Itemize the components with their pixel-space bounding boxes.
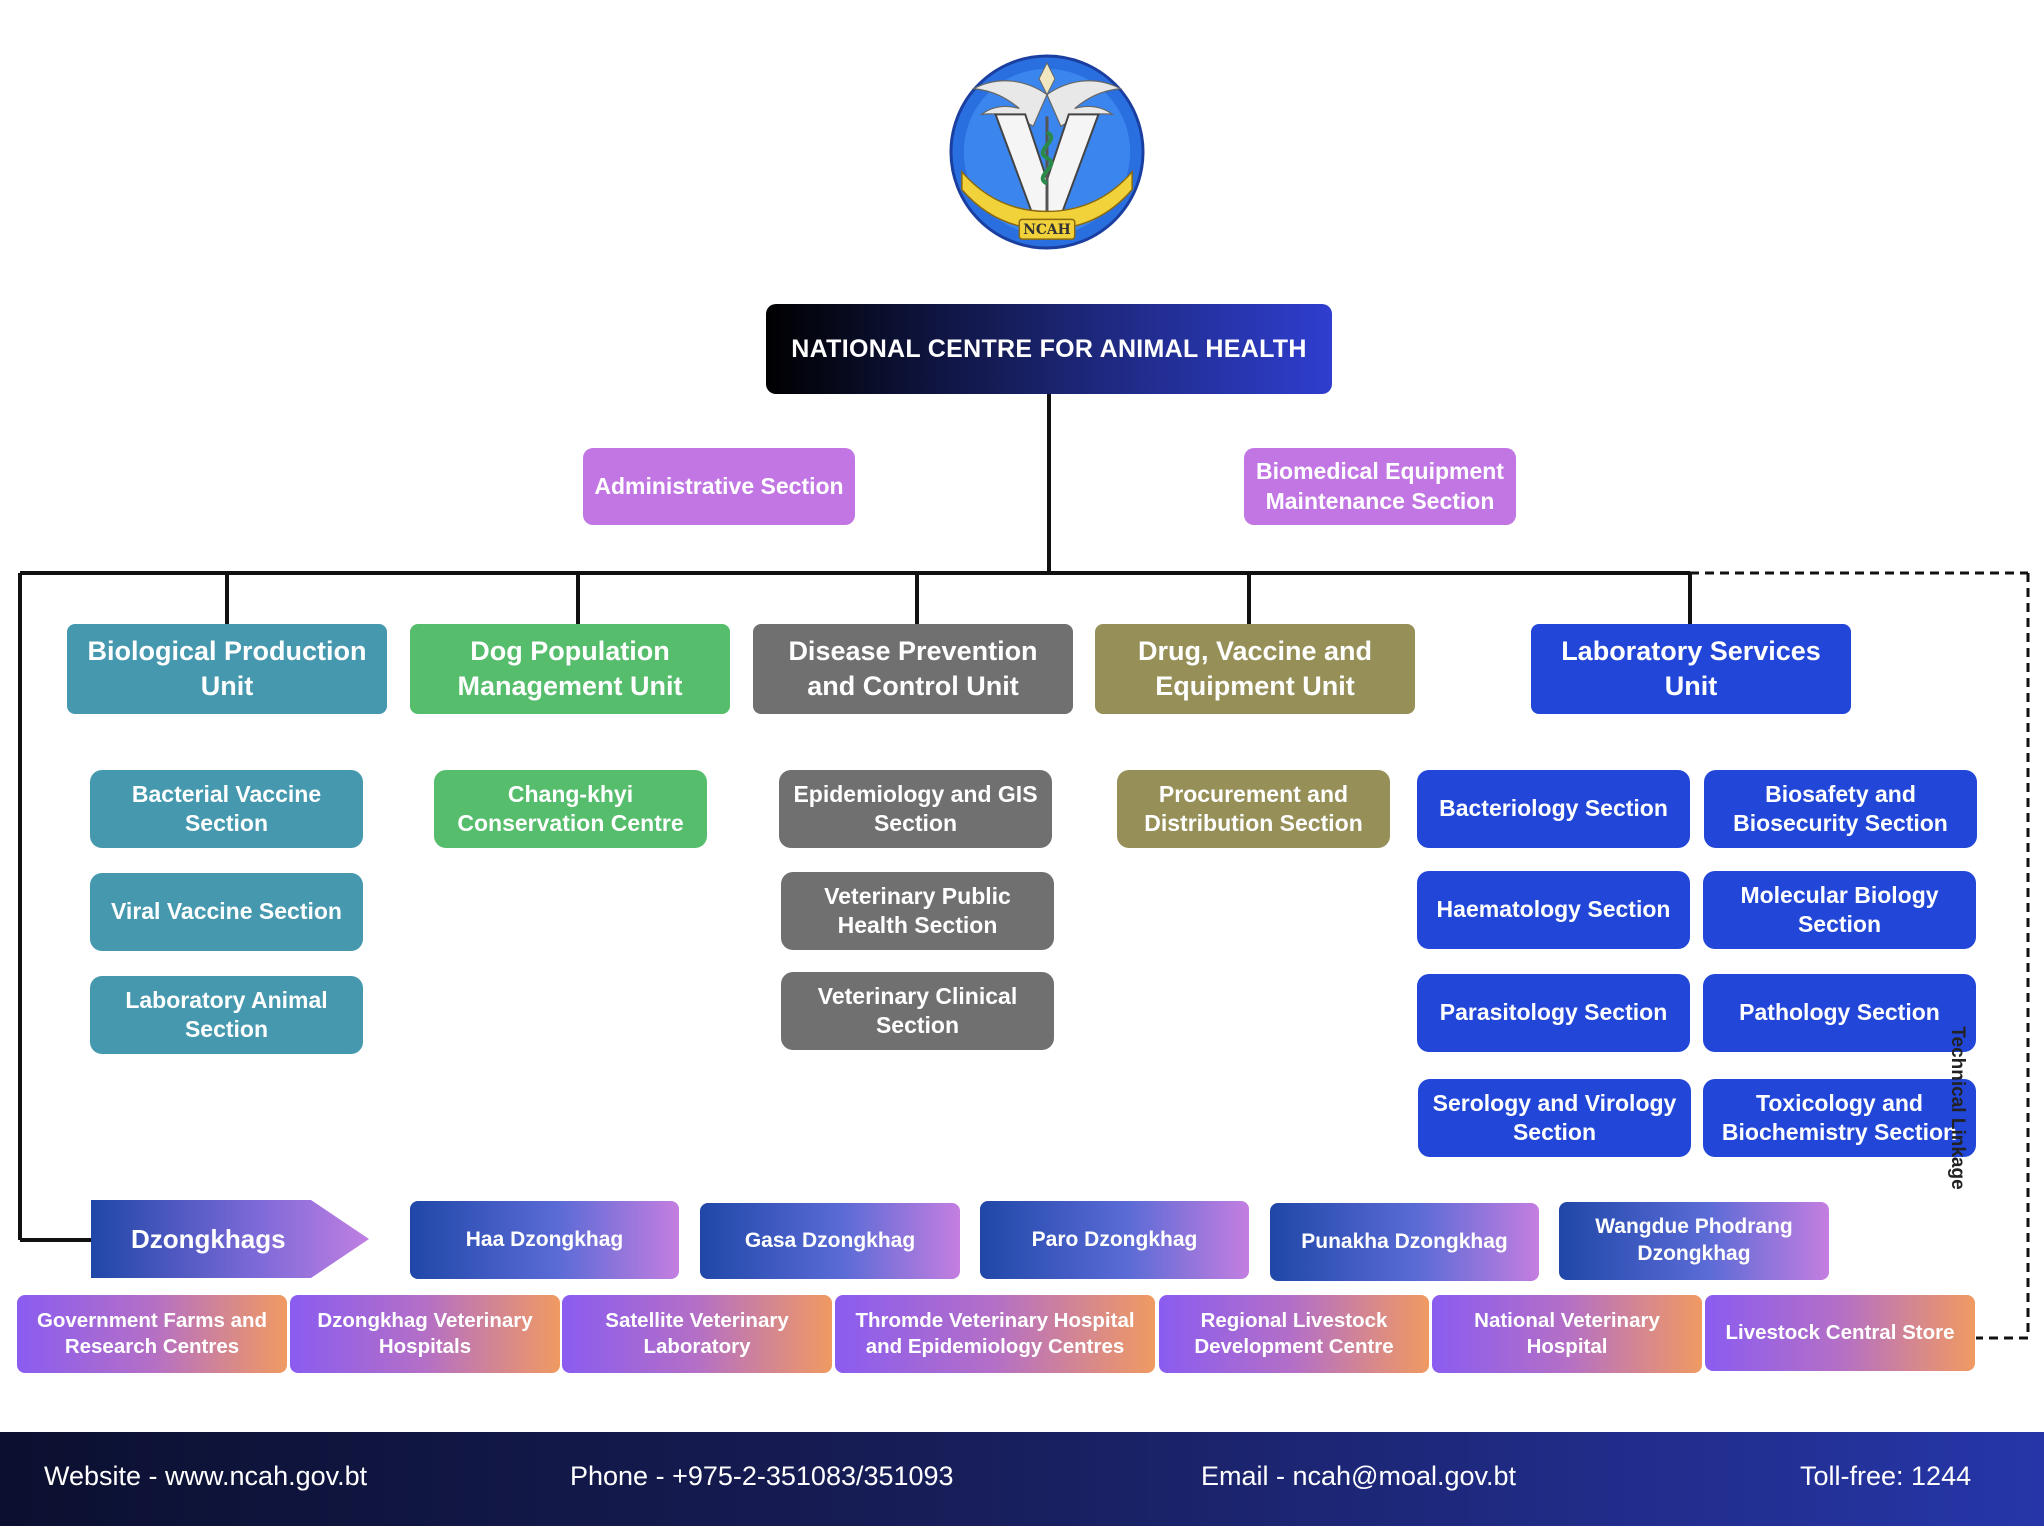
unit-label: Dog Population Management Unit: [457, 636, 683, 701]
sub-section: Parasitology Section: [1417, 974, 1690, 1052]
unit-drug-vaccine: Drug, Vaccine and Equipment Unit: [1095, 624, 1415, 714]
dzongkhag-node: Gasa Dzongkhag: [700, 1203, 960, 1279]
sub-section-label: Parasitology Section: [1439, 999, 1668, 1026]
unit-biological-production: Biological Production Unit: [67, 624, 387, 714]
unit-label: Laboratory Services Unit: [1561, 636, 1821, 701]
facility-label: Dzongkhag Veterinary Hospitals: [317, 1308, 533, 1358]
sub-section: Bacteriology Section: [1417, 770, 1690, 848]
facility-node: Thromde Veterinary Hospital and Epidemio…: [835, 1295, 1155, 1373]
dzongkhag-label: Punakha Dzongkhag: [1301, 1229, 1508, 1253]
facility-label: Satellite Veterinary Laboratory: [605, 1308, 789, 1358]
biomedical-section-node: Biomedical Equipment Maintenance Section: [1244, 448, 1516, 525]
unit-laboratory-services: Laboratory Services Unit: [1531, 624, 1851, 714]
sub-section-label: Procurement and Distribution Section: [1144, 780, 1363, 836]
sub-section-label: Biosafety and Biosecurity Section: [1733, 780, 1948, 836]
sub-section: Epidemiology and GIS Section: [779, 770, 1052, 848]
footer-website[interactable]: Website - www.ncah.gov.bt: [44, 1461, 368, 1491]
sub-section: Pathology Section: [1703, 974, 1976, 1052]
facility-label: Government Farms and Research Centres: [36, 1308, 268, 1358]
administrative-section-label: Administrative Section: [594, 472, 844, 499]
sub-section: Toxicology and Biochemistry Section: [1703, 1079, 1976, 1157]
sub-section-label: Pathology Section: [1739, 999, 1940, 1026]
dzongkhag-label: Wangdue Phodrang Dzongkhag: [1595, 1215, 1793, 1265]
dzongkhag-label: Haa Dzongkhag: [465, 1227, 624, 1251]
dzongkhags-label: Dzongkhags: [131, 1223, 286, 1254]
title-node: NATIONAL CENTRE FOR ANIMAL HEALTH: [766, 304, 1332, 394]
footer-bar: [0, 1432, 2044, 1526]
sub-section-label: Viral Vaccine Section: [111, 898, 342, 925]
dzongkhag-label: Gasa Dzongkhag: [744, 1228, 916, 1252]
logo-badge-text: NCAH: [1023, 222, 1071, 238]
dzongkhag-node: Punakha Dzongkhag: [1270, 1203, 1539, 1281]
sub-section: Bacterial Vaccine Section: [90, 770, 363, 848]
dzongkhag-node: Haa Dzongkhag: [410, 1201, 679, 1279]
ncah-logo: NCAH: [949, 54, 1145, 250]
sub-section: Viral Vaccine Section: [90, 873, 363, 951]
sub-section-label: Veterinary Clinical Section: [817, 982, 1018, 1038]
title-text: NATIONAL CENTRE FOR ANIMAL HEALTH: [791, 335, 1307, 363]
sub-section: Chang-khyi Conservation Centre: [434, 770, 707, 848]
sub-section: Veterinary Clinical Section: [781, 972, 1054, 1050]
facility-node: National Veterinary Hospital: [1432, 1295, 1702, 1373]
unit-label: Disease Prevention and Control Unit: [788, 636, 1038, 701]
sub-section-label: Chang-khyi Conservation Centre: [457, 780, 684, 836]
sub-section-label: Molecular Biology Section: [1740, 881, 1939, 937]
facility-label: Livestock Central Store: [1725, 1320, 1955, 1344]
unit-label: Biological Production Unit: [87, 636, 367, 701]
unit-disease-prevention: Disease Prevention and Control Unit: [753, 624, 1073, 714]
sub-section: Veterinary Public Health Section: [781, 872, 1054, 950]
unit-dog-population: Dog Population Management Unit: [410, 624, 730, 714]
sub-section-label: Haematology Section: [1436, 896, 1671, 923]
sub-section-label: Toxicology and Biochemistry Section: [1721, 1089, 1958, 1145]
sub-section: Laboratory Animal Section: [90, 976, 363, 1054]
administrative-section-node: Administrative Section: [583, 448, 855, 525]
sub-section: Serology and Virology Section: [1418, 1079, 1691, 1157]
facility-node: Livestock Central Store: [1705, 1295, 1975, 1371]
sub-section-label: Serology and Virology Section: [1432, 1089, 1677, 1145]
footer-phone[interactable]: Phone - +975-2-351083/351093: [570, 1461, 954, 1491]
sub-section: Molecular Biology Section: [1703, 871, 1976, 949]
dzongkhags-arrow: Dzongkhags: [91, 1200, 369, 1278]
sub-section: Haematology Section: [1417, 871, 1690, 949]
dzongkhag-node: Paro Dzongkhag: [980, 1201, 1249, 1279]
sub-section-label: Bacterial Vaccine Section: [131, 780, 322, 836]
facility-node: Dzongkhag Veterinary Hospitals: [290, 1295, 560, 1373]
sub-section-label: Laboratory Animal Section: [125, 986, 328, 1042]
sub-section: Procurement and Distribution Section: [1117, 770, 1390, 848]
sub-section: Biosafety and Biosecurity Section: [1704, 770, 1977, 848]
sub-section-label: Bacteriology Section: [1439, 795, 1668, 822]
footer-tollfree: Toll-free: 1244: [1800, 1461, 1972, 1491]
facility-label: Regional Livestock Development Centre: [1194, 1308, 1394, 1358]
footer-email[interactable]: Email - ncah@moal.gov.bt: [1201, 1461, 1517, 1491]
sub-section-label: Veterinary Public Health Section: [824, 882, 1011, 938]
technical-linkage-label: Technical Linkage: [1947, 1026, 1968, 1190]
facility-node: Satellite Veterinary Laboratory: [562, 1295, 832, 1373]
unit-label: Drug, Vaccine and Equipment Unit: [1137, 636, 1373, 701]
facility-label: Thromde Veterinary Hospital and Epidemio…: [855, 1308, 1135, 1358]
sub-section-label: Epidemiology and GIS Section: [793, 780, 1038, 836]
facility-label: National Veterinary Hospital: [1474, 1308, 1660, 1358]
dzongkhag-node: Wangdue Phodrang Dzongkhag: [1559, 1202, 1829, 1280]
facility-node: Government Farms and Research Centres: [17, 1295, 287, 1373]
dzongkhag-label: Paro Dzongkhag: [1031, 1227, 1198, 1251]
facility-node: Regional Livestock Development Centre: [1159, 1295, 1429, 1373]
biomedical-section-label: Biomedical Equipment Maintenance Section: [1256, 458, 1504, 514]
